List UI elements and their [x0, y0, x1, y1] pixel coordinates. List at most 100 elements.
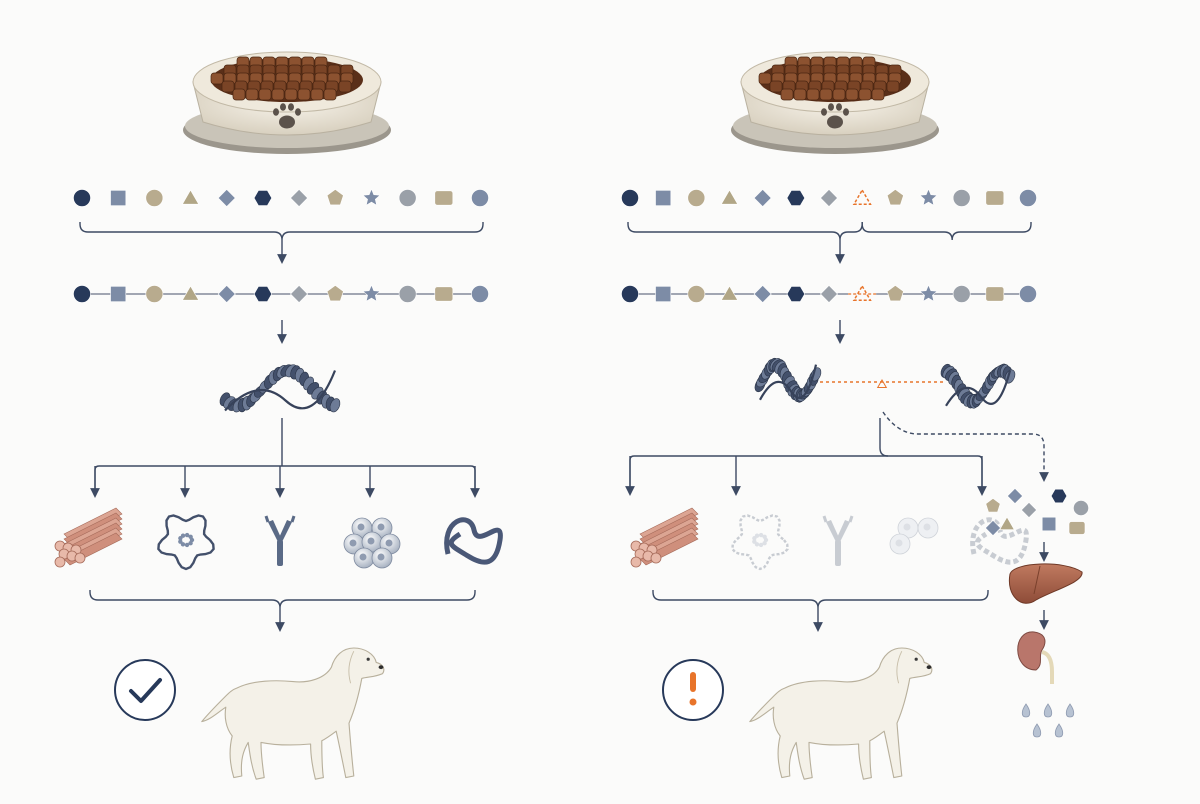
muscle-icon [54, 507, 123, 568]
paw-print-icon [273, 103, 301, 129]
amino-acid-diamond-grey [820, 188, 838, 208]
amino-acid-circle-grey [398, 189, 417, 207]
amino-acid-triangle-khaki [181, 189, 200, 205]
missing-amino-acid [852, 188, 872, 205]
amino-acid-circle-navy [621, 285, 639, 303]
contribution-bracket [652, 590, 989, 609]
amino-acid-diamond-slate [753, 188, 772, 208]
protein-icon [444, 517, 503, 565]
amino-acid-square-slate [110, 286, 127, 302]
amino-acid-circle-grey [952, 189, 971, 207]
excretion-path [882, 411, 1089, 738]
amino-acid-diamond-slate [1006, 487, 1024, 505]
amino-acid-star-slate [919, 188, 938, 206]
food-bowl-icon [731, 51, 939, 154]
distribution-bracket [629, 455, 983, 490]
paw-print-icon [821, 103, 849, 129]
dog-illustration [749, 647, 933, 780]
amino-acid-diamond-slate [217, 188, 236, 208]
amino-acid-hexagon-navy [253, 286, 273, 302]
exclamation-icon [689, 672, 697, 706]
amino-acid-pentagon-tan [886, 189, 904, 206]
dog-illustration [201, 647, 385, 780]
amino-acid-triangle-khaki [720, 285, 739, 301]
amino-acid-diamond-grey [290, 188, 309, 208]
amino-acid-pentagon-tan [886, 285, 904, 302]
amino-acid-circle-navy [73, 285, 91, 303]
amino-acid-circle-slate [471, 189, 489, 207]
cells-icon [343, 517, 401, 569]
amino-acid-square-slate [655, 286, 672, 302]
panel-complete-diet [54, 51, 503, 780]
amino-acid-circle-grey [398, 285, 417, 303]
missing-amino-acid [852, 284, 872, 301]
amino-acid-circle-tan [145, 189, 164, 207]
amino-acid-circle-navy [621, 189, 639, 207]
amino-acid-hexagon-navy [1050, 488, 1068, 504]
amino-acid-hexagon-navy [253, 190, 273, 206]
amino-acid-chain [73, 284, 489, 304]
amino-acid-triangle-khaki [181, 285, 200, 301]
missing-link-marker [876, 378, 888, 388]
dashed-flow-arrow [882, 411, 1049, 482]
amino-acid-bracket-right [861, 222, 1032, 241]
kibble-pile [758, 56, 902, 101]
amino-acid-rounded-square-tan [434, 190, 454, 206]
amino-acid-circle-tan [687, 189, 706, 207]
liver-icon [1008, 563, 1083, 604]
amino-acid-circle-slate [471, 285, 489, 303]
amino-acid-rounded-square-tan [985, 286, 1005, 302]
contribution-bracket [89, 590, 476, 609]
amino-acid-row [621, 188, 1037, 208]
amino-acid-hexagon-navy [786, 286, 806, 302]
amino-acid-square-slate [110, 190, 127, 206]
enzyme-icon [731, 514, 789, 571]
amino-acid-row [73, 188, 489, 208]
antibody-icon [264, 515, 296, 566]
amino-acid-chain [621, 284, 1037, 304]
kibble-pile [210, 56, 354, 101]
distribution-bracket [94, 465, 476, 490]
muscle-icon [630, 507, 699, 568]
amino-acid-pentagon-tan [326, 189, 344, 206]
protein-fragment-left-icon [754, 357, 822, 403]
protein-fragment-right-icon [940, 363, 1016, 409]
amino-acid-circle-tan [145, 285, 164, 303]
amino-acid-star-slate [919, 284, 938, 302]
checkmark-badge [114, 659, 176, 721]
food-bowl-icon [183, 51, 391, 154]
protein-icon [970, 517, 1029, 565]
amino-acid-diamond-grey [290, 284, 309, 304]
amino-acid-fragments [984, 487, 1089, 537]
amino-acid-circle-slate [1019, 285, 1037, 303]
amino-acid-triangle-khaki [999, 516, 1015, 531]
amino-acid-circle-grey [1073, 500, 1089, 516]
amino-acid-hexagon-navy [786, 190, 806, 206]
amino-acid-rounded-square-tan [1068, 521, 1086, 535]
amino-acid-circle-slate [1019, 189, 1037, 207]
amino-acid-pentagon-tan [326, 285, 344, 302]
antibody-icon [822, 515, 854, 566]
amino-acid-diamond-grey [820, 284, 838, 304]
urine-drops-icon [1021, 703, 1075, 738]
amino-acid-diamond-slate [753, 284, 772, 304]
amino-acid-star-slate [362, 188, 381, 206]
checkmark-icon [129, 678, 162, 703]
amino-acid-bracket [79, 222, 484, 241]
amino-acid-square-slate [655, 190, 672, 206]
kidney-icon [1017, 631, 1054, 684]
amino-acid-circle-grey [952, 285, 971, 303]
amino-acid-diamond-grey [1020, 501, 1038, 519]
amino-acid-star-slate [362, 284, 381, 302]
cells-icon [889, 517, 939, 555]
amino-acid-bracket-left [627, 222, 863, 241]
amino-acid-triangle-khaki [720, 189, 739, 205]
amino-acid-circle-tan [687, 285, 706, 303]
amino-acid-diamond-slate [984, 519, 1002, 537]
amino-acid-rounded-square-tan [985, 190, 1005, 206]
enzyme-icon [157, 514, 215, 571]
amino-acid-pentagon-tan [985, 498, 1001, 513]
exclamation-badge [662, 659, 724, 721]
